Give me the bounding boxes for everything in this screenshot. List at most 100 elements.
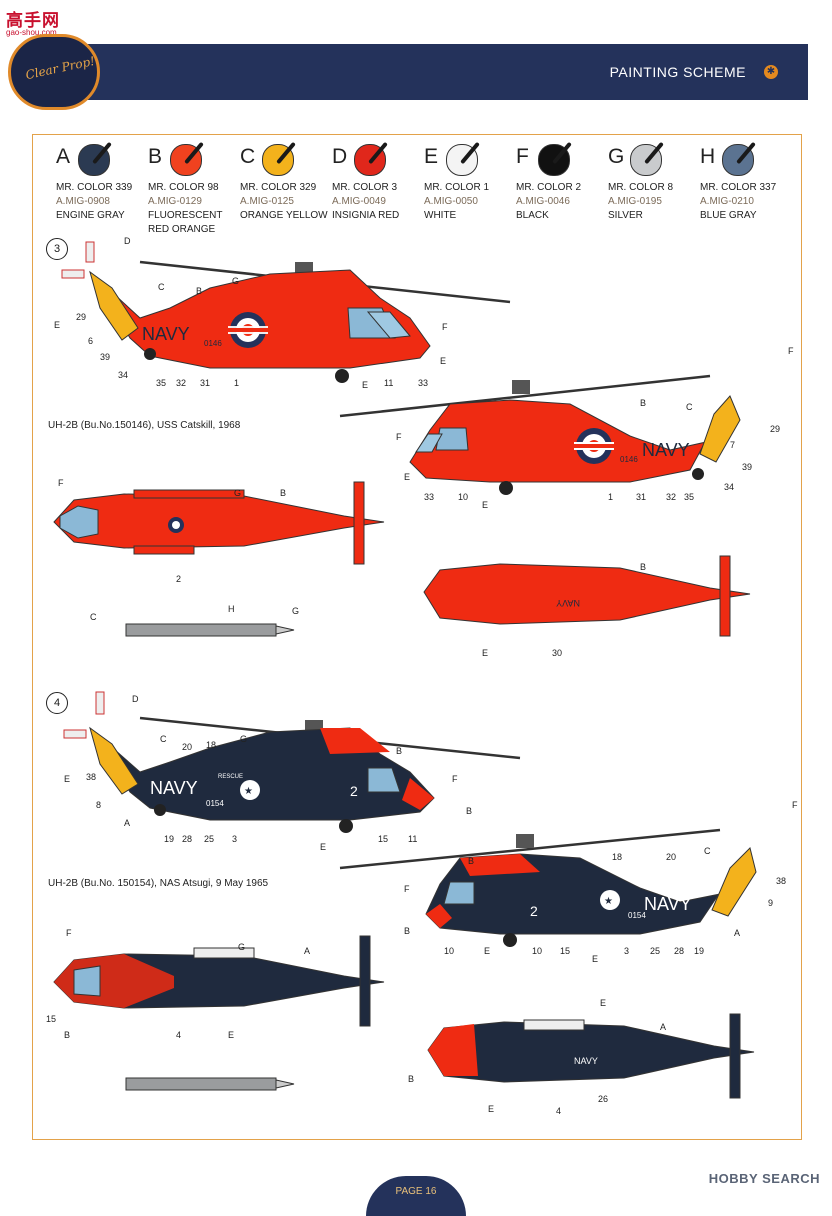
paint-callout-label: 8: [96, 800, 102, 810]
paint-callout-label: C: [686, 402, 693, 412]
paint-callout-label: A: [734, 928, 741, 938]
swatch-letter: E: [424, 145, 439, 168]
swatch-mig-code: A.MIG-0210: [700, 196, 754, 207]
swatch-name: BLUE GRAY: [700, 210, 757, 221]
paint-callout-label: 34: [724, 482, 735, 492]
helicopter-profile-left-4: ★ NAVY 0154 RESCUE 2: [63, 691, 521, 833]
navy-marking: NAVY: [142, 324, 190, 344]
paint-callout-label: B: [64, 1030, 71, 1040]
paint-callout-label: E: [484, 946, 491, 956]
svg-text:NAVY: NAVY: [642, 440, 690, 460]
paint-callout-label: 9: [768, 898, 774, 908]
paint-callout-label: G: [232, 276, 240, 286]
scheme-number: 3: [46, 238, 68, 260]
paint-callout-label: 28: [182, 834, 193, 844]
svg-text:★: ★: [604, 896, 613, 907]
paint-callout-label: D: [132, 694, 139, 704]
paint-callout-label: 7: [730, 440, 736, 450]
paint-callout-label: B: [396, 746, 403, 756]
paint-callout-label: 35: [156, 378, 167, 388]
paint-callout-label: G: [292, 606, 300, 616]
svg-text:0154: 0154: [628, 911, 646, 920]
paint-callout-label: 15: [378, 834, 389, 844]
paint-callout-label: E: [592, 954, 599, 964]
svg-text:NAVY: NAVY: [644, 894, 692, 914]
swatch-name: FLUORESCENT: [148, 210, 223, 221]
swatch-mig-code: A.MIG-0125: [240, 196, 294, 207]
paint-callout-label: 3: [232, 834, 238, 844]
paint-callout-label: 39: [100, 352, 111, 362]
paint-callout-label: B: [640, 398, 647, 408]
brand-logo: Clear Prop!: [8, 34, 100, 110]
paint-callout-label: B: [466, 806, 473, 816]
paint-callout-label: A: [304, 946, 311, 956]
paint-callout-label: 10: [532, 946, 543, 956]
drop-tank-3: [125, 623, 295, 637]
svg-text:NAVY: NAVY: [574, 1056, 598, 1066]
svg-text:0154: 0154: [206, 799, 224, 808]
swatch-mig-code: A.MIG-0046: [516, 196, 570, 207]
paint-callout-label: F: [58, 478, 64, 488]
paint-callout-label: C: [704, 846, 711, 856]
paint-callout-label: 10: [444, 946, 455, 956]
paint-callout-label: 3: [624, 946, 630, 956]
paint-callout-label: F: [396, 432, 402, 442]
paint-callout-label: G: [234, 488, 242, 498]
swatch-mr-color: MR. COLOR 337: [700, 182, 777, 193]
swatch-letter: A: [56, 145, 71, 168]
scheme-caption: UH-2B (Bu.No. 150154), NAS Atsugi, 9 May…: [48, 878, 269, 889]
swatch-mig-code: A.MIG-0049: [332, 196, 386, 207]
paint-callout-label: 1: [234, 378, 240, 388]
paint-callout-label: 10: [458, 492, 469, 502]
paint-callout-label: E: [488, 1104, 495, 1114]
paint-callout-label: D: [124, 236, 131, 246]
paint-callout-label: E: [600, 998, 607, 1008]
paint-callout-label: 29: [770, 424, 781, 434]
site-bar: 高手网 gao-shou.com: [0, 0, 832, 40]
swatch-name: INSIGNIA RED: [332, 210, 400, 221]
swatch-mig-code: A.MIG-0908: [56, 196, 110, 207]
svg-text:RESCUE: RESCUE: [218, 774, 243, 780]
paint-callout-label: 25: [204, 834, 215, 844]
paint-callout-label: 29: [76, 312, 87, 322]
paint-callout-label: 19: [164, 834, 175, 844]
paint-callout-label: B: [280, 488, 287, 498]
paint-callout-label: 31: [200, 378, 211, 388]
paint-callout-label: 18: [206, 740, 217, 750]
bullet-icon: ✱: [764, 65, 778, 79]
paint-callout-label: 4: [556, 1106, 562, 1116]
helicopter-top-view-4: [53, 935, 385, 1027]
swatch-mig-code: A.MIG-0195: [608, 196, 662, 207]
paint-callout-label: 38: [776, 876, 787, 886]
swatch-mr-color: MR. COLOR 3: [332, 182, 398, 193]
paint-callout-label: 18: [612, 852, 623, 862]
paint-callout-label: C: [158, 282, 165, 292]
paint-callout-label: E: [404, 472, 411, 482]
paint-callout-label: E: [54, 320, 61, 330]
paint-callout-label: 38: [86, 772, 97, 782]
svg-text:2: 2: [350, 783, 358, 799]
paint-callout-label: 33: [418, 378, 429, 388]
paint-callout-label: B: [640, 562, 647, 572]
paint-callout-label: 6: [88, 336, 94, 346]
paint-callout-label: 1: [608, 492, 614, 502]
swatch-mr-color: MR. COLOR 98: [148, 182, 219, 193]
paint-callout-label: 20: [666, 852, 677, 862]
swatch-name: ENGINE GRAY: [56, 210, 125, 221]
swatch-mig-code: A.MIG-0129: [148, 196, 202, 207]
swatch-mr-color: MR. COLOR 1: [424, 182, 490, 193]
paint-callout-label: F: [452, 774, 458, 784]
scheme-number: 4: [46, 692, 68, 714]
paint-callout-label: A: [660, 1022, 667, 1032]
paint-callout-label: 28: [674, 946, 685, 956]
paint-callout-label: B: [404, 926, 411, 936]
paint-callout-label: 33: [424, 492, 435, 502]
paint-callout-label: E: [228, 1030, 235, 1040]
swatch-letter: B: [148, 145, 163, 168]
paint-callout-label: 31: [636, 492, 647, 502]
page-title: PAINTING SCHEME: [609, 64, 746, 80]
